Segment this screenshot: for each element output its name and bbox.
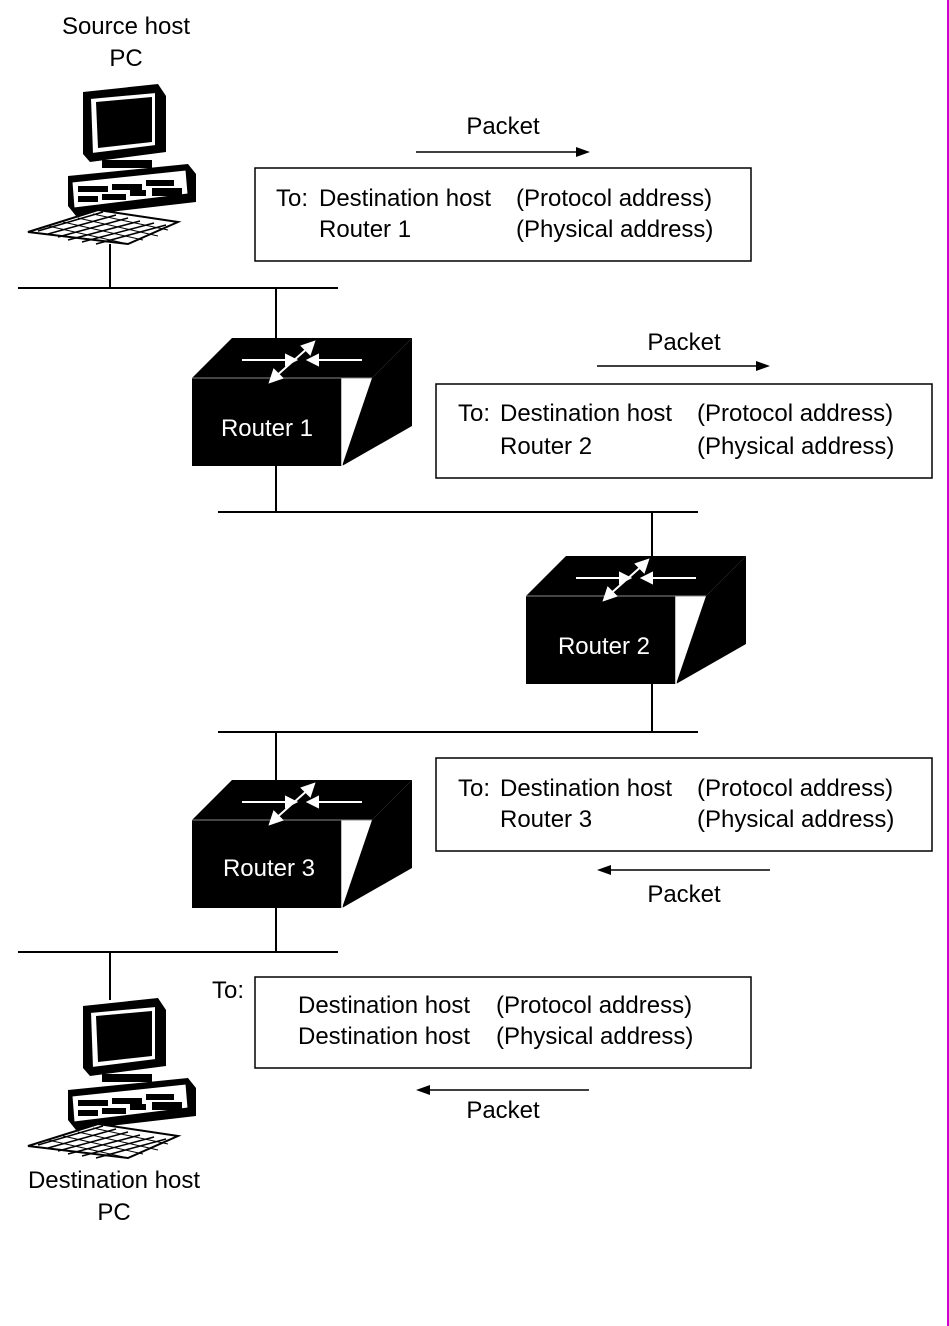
destination-host-label-line1: Destination host xyxy=(28,1167,200,1194)
packet-2-row1-type: (Protocol address) xyxy=(697,400,893,427)
packet-2-row2-type: (Physical address) xyxy=(697,433,894,460)
packet-4-arrow xyxy=(416,1085,589,1095)
packet-4: To: Destination host (Protocol address) … xyxy=(212,976,752,1124)
source-host-label-line2: PC xyxy=(109,45,142,72)
packet-1-row1-name: Destination host xyxy=(319,185,491,212)
packet-2-label: Packet xyxy=(647,329,721,356)
packet-3-label: Packet xyxy=(647,881,721,908)
packet-2-arrow xyxy=(597,361,770,371)
packet-4-box xyxy=(254,976,752,1069)
destination-pc-icon xyxy=(27,997,197,1159)
packet-1-to-label: To: xyxy=(276,185,308,212)
packet-2-row2-name: Router 2 xyxy=(500,433,592,460)
packet-3-row1-type: (Protocol address) xyxy=(697,775,893,802)
packet-3-row1-name: Destination host xyxy=(500,775,672,802)
packet-3-arrow xyxy=(597,865,770,875)
packet-1-box xyxy=(254,167,752,262)
packet-3-box xyxy=(435,757,933,852)
packet-4-row2-name: Destination host xyxy=(298,1023,470,1050)
packet-4-to-label: To: xyxy=(212,977,244,1004)
router-2-icon xyxy=(525,555,747,685)
destination-host: Destination host PC xyxy=(27,997,200,1226)
packet-3-row2-type: (Physical address) xyxy=(697,806,894,833)
packet-1-label: Packet xyxy=(466,113,540,140)
packet-4-row2-type: (Physical address) xyxy=(496,1023,693,1050)
packet-2-row1-name: Destination host xyxy=(500,400,672,427)
packet-4-row1-type: (Protocol address) xyxy=(496,992,692,1019)
source-host-label-line1: Source host xyxy=(62,13,190,40)
network-segments xyxy=(18,244,698,1000)
packet-4-label: Packet xyxy=(466,1097,540,1124)
packet-2: Packet To: Destination host (Protocol ad… xyxy=(435,329,933,479)
packet-2-box xyxy=(435,383,933,479)
router-1: Router 1 xyxy=(191,337,413,467)
packet-1-row2-type: (Physical address) xyxy=(516,216,713,243)
packet-3-row2-name: Router 3 xyxy=(500,806,592,833)
router-1-label: Router 1 xyxy=(221,415,313,442)
router-3-label: Router 3 xyxy=(223,855,315,882)
packet-1-row2-name: Router 1 xyxy=(319,216,411,243)
router-1-icon xyxy=(191,337,413,467)
destination-host-label-line2: PC xyxy=(97,1199,130,1226)
packet-1-arrow xyxy=(416,147,590,157)
source-host: Source host PC xyxy=(27,13,197,245)
router-2-label: Router 2 xyxy=(558,633,650,660)
packet-1-row1-type: (Protocol address) xyxy=(516,185,712,212)
packet-3: To: Destination host (Protocol address) … xyxy=(435,757,933,908)
packet-3-to-label: To: xyxy=(458,775,490,802)
packet-1: Packet To: Destination host (Protocol ad… xyxy=(254,113,752,262)
packet-2-to-label: To: xyxy=(458,400,490,427)
router-3-icon xyxy=(191,779,413,909)
packet-4-row1-name: Destination host xyxy=(298,992,470,1019)
router-2: Router 2 xyxy=(525,555,747,685)
router-3: Router 3 xyxy=(191,779,413,909)
source-pc-icon xyxy=(27,83,197,245)
